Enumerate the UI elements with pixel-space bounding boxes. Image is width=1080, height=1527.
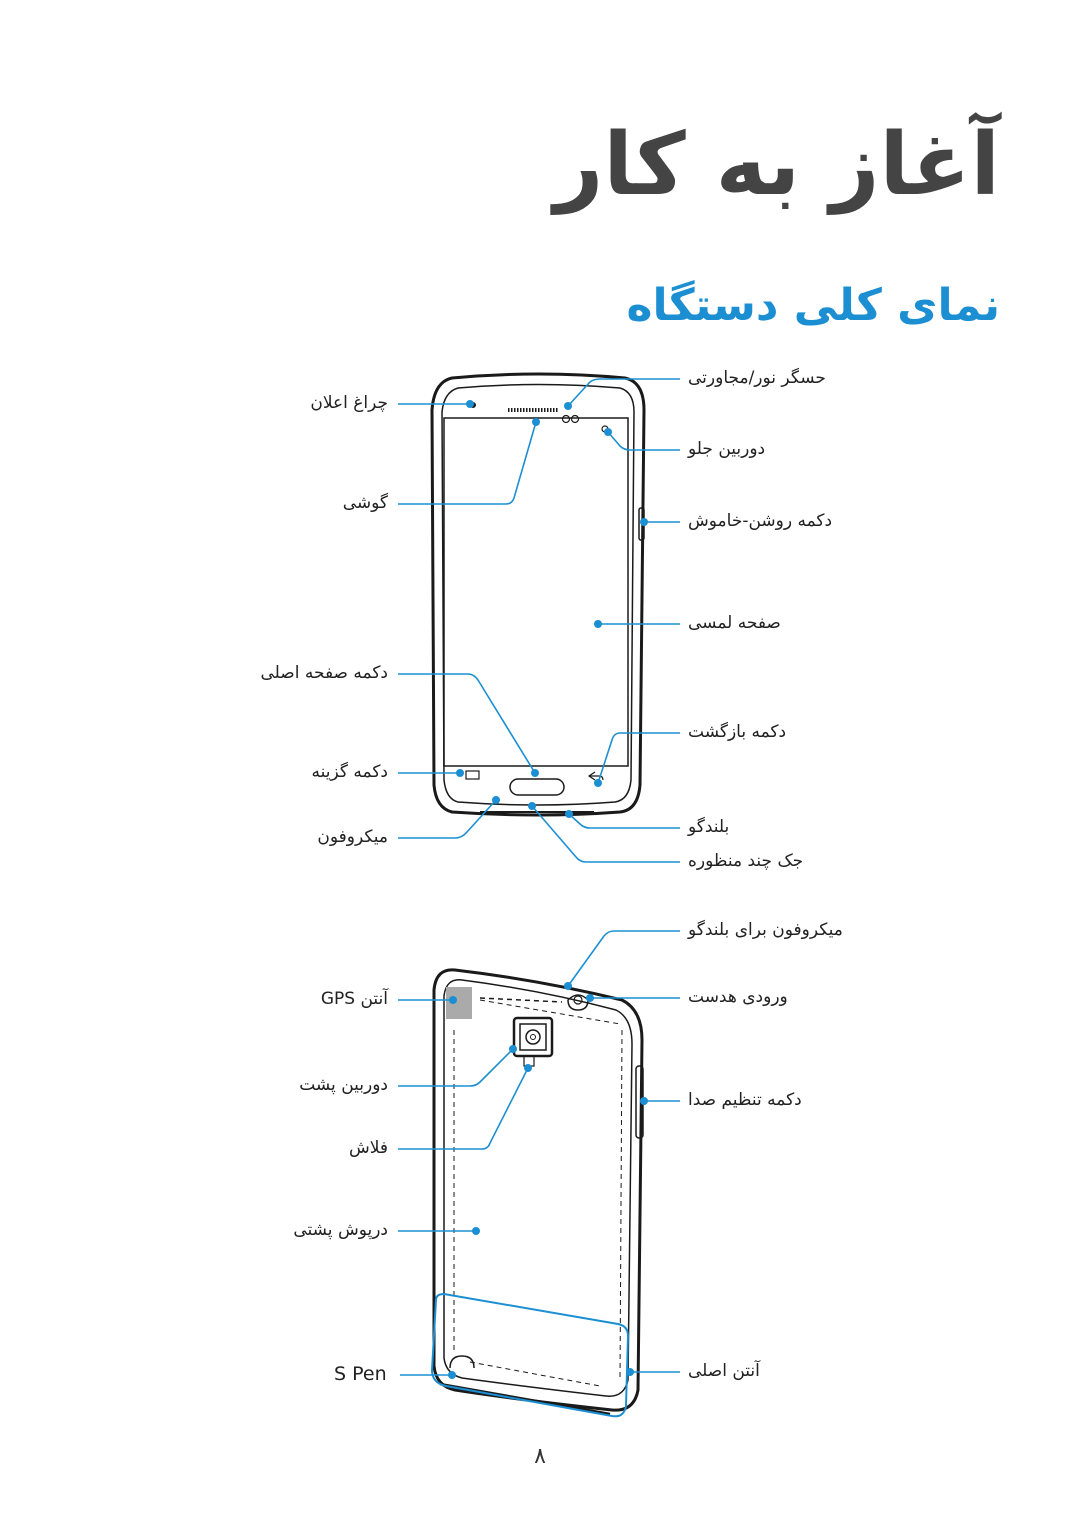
label-multipurpose-jack: جک چند منظوره — [688, 851, 804, 871]
label-main-antenna: آنتن اصلی — [688, 1361, 760, 1381]
label-speaker: بلندگو — [688, 817, 730, 837]
label-flash: فلاش — [348, 1138, 388, 1158]
chapter-title: آغاز به کار — [553, 115, 1000, 215]
label-proximity-sensor: حسگر نور/مجاورتی — [688, 368, 826, 388]
section-title: نمای کلی دستگاه — [626, 280, 1000, 331]
page-number: ٨ — [534, 1444, 546, 1469]
label-gps-antenna: آنتن GPS — [320, 989, 388, 1009]
label-home-key: دکمه صفحه اصلی — [260, 663, 389, 683]
label-earpiece: گوشی — [342, 493, 388, 513]
label-speaker-mic: میکروفون برای بلندگو — [688, 920, 843, 940]
label-notification-light: چراغ اعلان — [310, 393, 388, 413]
label-menu-key: دکمه گزینه — [311, 762, 388, 782]
callout-dots — [448, 400, 648, 1379]
front-phone-illustration — [430, 372, 646, 817]
label-back-key: دکمه بازگشت — [688, 722, 787, 742]
label-headset-jack: ورودی هدست — [688, 987, 788, 1007]
label-s-pen: S Pen — [334, 1363, 387, 1385]
label-volume-key: دکمه تنظیم صدا — [688, 1090, 802, 1110]
label-front-camera: دوربین جلو — [688, 439, 766, 459]
label-microphone: میکروفون — [317, 827, 388, 847]
label-power-key: دکمه روشن-خاموش — [688, 511, 833, 531]
label-touchscreen: صفحه لمسی — [688, 613, 781, 633]
antenna-highlight — [430, 1292, 630, 1418]
label-rear-camera: دوربین پشت — [299, 1075, 388, 1095]
back-phone-illustration — [432, 968, 644, 1416]
label-back-cover: درپوش پشتی — [293, 1220, 388, 1240]
